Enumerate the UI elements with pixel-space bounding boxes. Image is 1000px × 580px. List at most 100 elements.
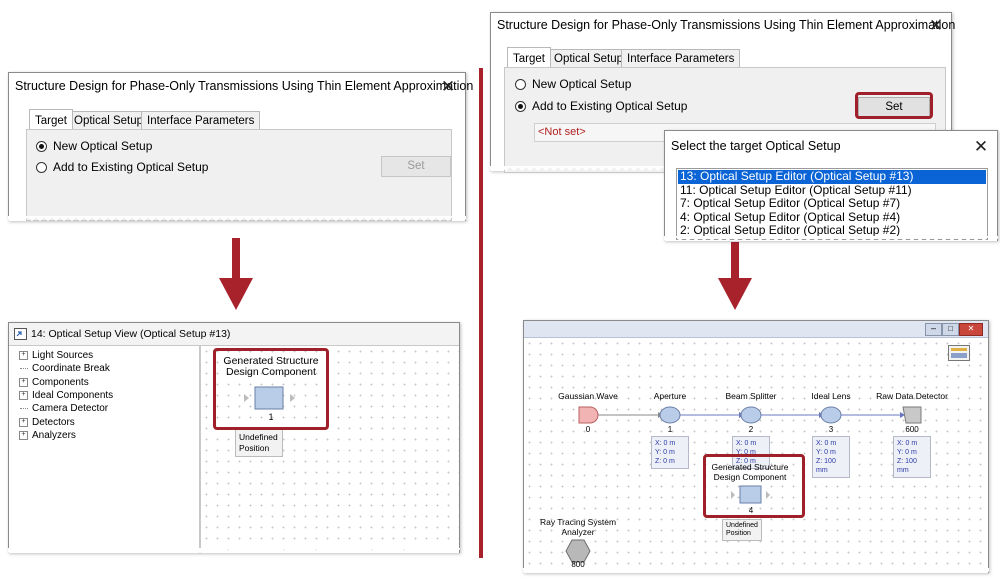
tab-interface-parameters[interactable]: Interface Parameters — [621, 49, 741, 67]
gen-component-index-right: 4 — [748, 506, 754, 515]
radio-new-label: New Optical Setup — [53, 139, 153, 153]
tree-item-light-sources[interactable]: +Light Sources — [19, 350, 93, 361]
maximize-button[interactable]: □ — [942, 323, 959, 336]
undefined-position-box: Undefined Position — [235, 429, 283, 457]
tab-target[interactable]: Target — [507, 47, 551, 67]
close-icon[interactable]: ✕ — [928, 16, 944, 35]
analyzer-index: 800 — [571, 560, 585, 569]
setup-list-item[interactable]: 11: Optical Setup Editor (Optical Setup … — [680, 182, 912, 197]
tree-item-coordinate-break[interactable]: Coordinate Break — [19, 363, 110, 374]
torn-edge — [8, 216, 466, 224]
component-tree: +Light Sources Coordinate Break +Compone… — [9, 346, 201, 553]
optical-setup-view-window: 14: Optical Setup View (Optical Setup #1… — [8, 322, 460, 553]
toolbar-icon[interactable] — [948, 345, 970, 361]
gen-component-index: 1 — [268, 412, 274, 422]
radio-add-label: Add to Existing Optical Setup — [532, 99, 688, 113]
tree-item-detectors[interactable]: +Detectors — [19, 417, 75, 428]
radio-new-label: New Optical Setup — [532, 77, 632, 91]
torn-edge — [8, 548, 460, 556]
chain-node-label: Aperture — [653, 391, 687, 401]
chain-node-label: Beam Splitter — [725, 391, 777, 401]
select-dialog-title: Select the target Optical Setup — [671, 139, 841, 153]
tab-optical-setup[interactable]: Optical Setup — [68, 111, 150, 129]
radio-add-existing[interactable]: Add to Existing Optical Setup — [36, 160, 208, 174]
highlight-gen-component-left — [213, 348, 329, 430]
tree-item-ideal-components[interactable]: +Ideal Components — [19, 390, 113, 401]
radio-selected-icon — [515, 100, 526, 112]
chain-node-label: Raw Data Detector — [876, 391, 948, 401]
dialog-title: Structure Design for Phase-Only Transmis… — [15, 79, 474, 93]
expand-icon[interactable]: + — [19, 378, 28, 387]
close-button[interactable]: ✕ — [959, 323, 983, 336]
close-icon[interactable]: ✕ — [440, 77, 456, 96]
close-icon[interactable]: ✕ — [973, 137, 989, 156]
setup-list-item[interactable]: 13: Optical Setup Editor (Optical Setup … — [678, 169, 986, 184]
setup-list-item[interactable]: 7: Optical Setup Editor (Optical Setup #… — [680, 196, 901, 210]
gen-component-node-right[interactable] — [731, 484, 771, 506]
radio-unselected-icon — [36, 161, 47, 173]
chain-node-index: 600 — [905, 425, 919, 434]
tab-interface-parameters[interactable]: Interface Parameters — [141, 111, 261, 129]
radio-selected-icon — [36, 140, 47, 152]
tree-item-camera-detector[interactable]: Camera Detector — [19, 403, 108, 414]
minimize-button[interactable]: – — [925, 323, 942, 336]
tab-optical-setup[interactable]: Optical Setup — [548, 49, 630, 67]
chain-node-index: 2 — [748, 425, 754, 434]
chain-arrowhead — [900, 412, 905, 418]
optical-setup-list[interactable]: 13: Optical Setup Editor (Optical Setup … — [676, 168, 988, 240]
gaussian-wave-node[interactable] — [578, 406, 599, 424]
tree-line — [20, 407, 28, 410]
chain-node-label: Ideal Lens — [811, 391, 851, 401]
select-target-dialog: Select the target Optical Setup ✕ 13: Op… — [664, 130, 998, 241]
down-arrow-right — [718, 242, 752, 310]
component-node[interactable] — [820, 406, 842, 424]
chain-node-label: Gaussian Wave — [558, 391, 618, 401]
expand-icon[interactable]: + — [19, 351, 28, 360]
expand-icon[interactable]: + — [19, 418, 28, 427]
undefined-position-box-right: Undefined Position — [722, 519, 762, 541]
tab-target[interactable]: Target — [29, 109, 73, 129]
chain-node-index: 3 — [828, 425, 834, 434]
component-node[interactable] — [659, 406, 681, 424]
torn-edge — [523, 568, 989, 576]
torn-edge — [490, 166, 690, 174]
setup-list-item[interactable]: 4: Optical Setup Editor (Optical Setup #… — [680, 209, 901, 224]
set-button-disabled[interactable]: Set — [381, 156, 451, 177]
detector-node[interactable] — [902, 406, 922, 424]
left-dialog: Structure Design for Phase-Only Transmis… — [8, 72, 473, 221]
optical-chain — [578, 406, 922, 424]
component-node[interactable] — [740, 406, 762, 424]
setup-list-rows: 13: Optical Setup Editor (Optical Setup … — [678, 169, 986, 238]
radio-new-optical-setup[interactable]: New Optical Setup — [36, 139, 152, 153]
expand-icon[interactable]: + — [19, 391, 28, 400]
gen-component-node[interactable] — [244, 385, 298, 413]
editor-titlebar: – □ ✕ — [524, 321, 988, 338]
dialog-title: Structure Design for Phase-Only Transmis… — [497, 18, 956, 32]
gen-component-label-right: Generated Structure Design Component — [711, 462, 789, 482]
tab-panel: New Optical Setup Add to Existing Optica… — [26, 129, 452, 221]
expand-icon[interactable]: + — [19, 431, 28, 440]
down-arrow-left — [219, 238, 253, 310]
analyzer-node[interactable] — [565, 539, 591, 563]
tree-item-components[interactable]: +Components — [19, 377, 89, 388]
center-divider — [479, 68, 483, 558]
radio-new-optical-setup[interactable]: New Optical Setup — [515, 77, 631, 91]
highlight-gen-component-right — [703, 454, 805, 518]
torn-edge — [664, 236, 998, 244]
gen-component-label: Generated Structure Design Component — [223, 355, 319, 378]
highlight-set-button — [855, 92, 933, 119]
window-icon — [14, 328, 27, 340]
radio-add-existing[interactable]: Add to Existing Optical Setup — [515, 99, 687, 113]
radio-unselected-icon — [515, 78, 526, 90]
tree-item-analyzers[interactable]: +Analyzers — [19, 430, 76, 441]
setup-list-item[interactable]: 2: Optical Setup Editor (Optical Setup #… — [680, 223, 901, 237]
chain-node-index: 1 — [667, 425, 673, 434]
setup-canvas[interactable]: Generated Structure Design Component 1 U… — [201, 346, 459, 553]
tree-line — [20, 367, 28, 370]
